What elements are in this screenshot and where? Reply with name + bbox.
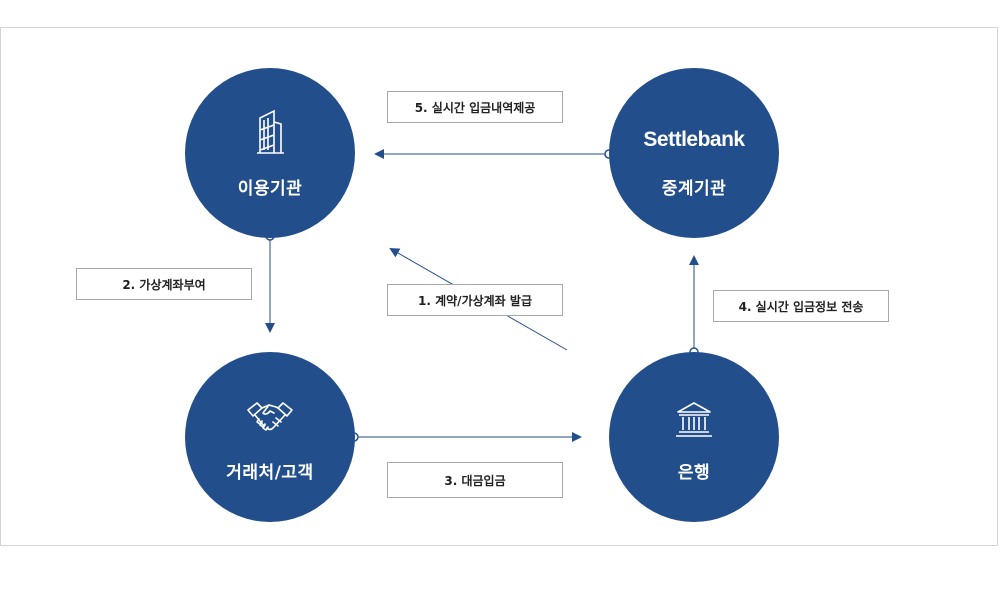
node-customer: 거래처/고객	[185, 352, 355, 522]
node-customer-label: 거래처/고객	[226, 463, 314, 483]
node-user-org-label: 이용기관	[237, 179, 303, 199]
node-intermediary-label: 중계기관	[661, 179, 727, 199]
handshake-icon	[247, 402, 293, 431]
step-2-box: 2. 가상계좌부여	[76, 268, 252, 300]
step-1-box: 1. 계약/가상계좌 발급	[387, 284, 563, 316]
settlebank-logo: Settlebank	[643, 128, 745, 151]
node-bank-label: 은행	[677, 463, 711, 483]
node-bank: 은행	[609, 352, 779, 522]
building-icon	[257, 109, 284, 154]
node-user-org: 이용기관	[185, 68, 355, 238]
node-intermediary: Settlebank 중계기관	[609, 68, 779, 238]
diagram-frame	[0, 27, 998, 546]
bank-icon	[676, 402, 712, 437]
step-4-box: 4. 실시간 입금정보 전송	[713, 290, 889, 322]
step-3-box: 3. 대금입금	[387, 462, 563, 498]
step-5-box: 5. 실시간 입금내역제공	[387, 91, 563, 123]
